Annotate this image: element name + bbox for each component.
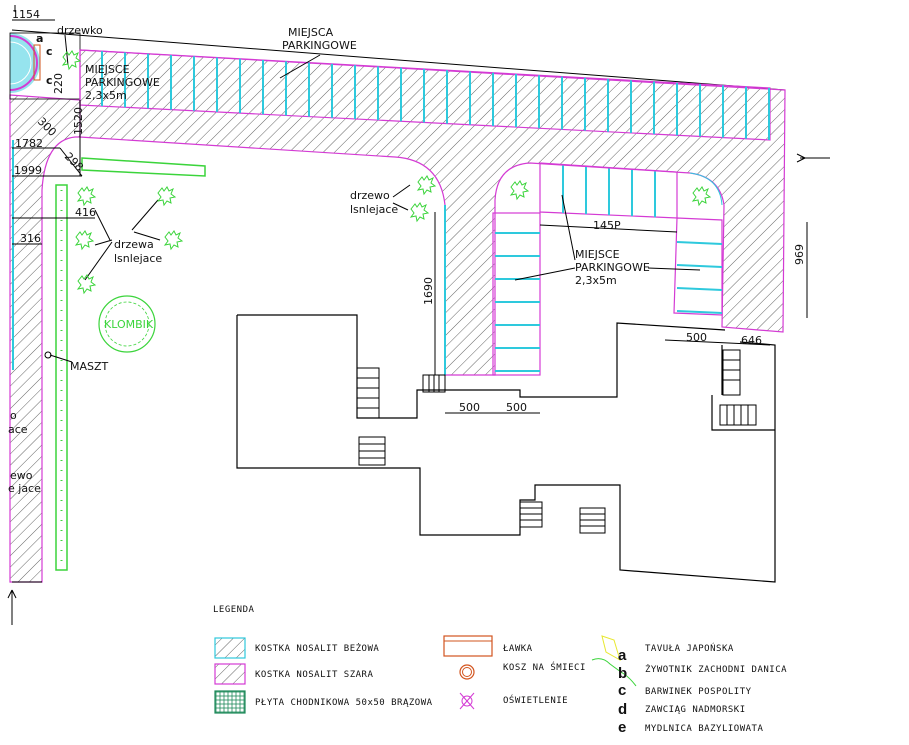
tree-label: lsnlejace (350, 203, 398, 216)
trees-label: o (10, 409, 17, 422)
plant-key: c (618, 682, 626, 699)
legend-label: ŻYWOTNIK ZACHODNI DANICA (645, 664, 787, 675)
plant-key: e (618, 719, 626, 736)
parking-label: MIEJSCE (575, 248, 620, 261)
legend-label: MYDLNICA BAZYLIOWATA (645, 724, 763, 734)
trash-bin-icon (459, 664, 475, 680)
trees-label: drzewa (114, 238, 154, 251)
plant-key: c (46, 74, 53, 87)
legend: LEGENDA KOSTKA NOSALIT BEŻOWA KOSTKA NOS… (213, 605, 787, 736)
legend-label: BARWINEK POSPOLITY (645, 687, 752, 697)
legend-label: KOSZ NA ŚMIECI (503, 661, 586, 673)
legend-label: ŁAWKA (502, 644, 533, 654)
parking-row-center-top (539, 162, 678, 219)
entrance-arrow-icon (7, 589, 17, 599)
dimension-label: 220 (52, 73, 65, 94)
dimension-label: 416 (75, 206, 96, 219)
flowerbed-klombik (98, 295, 156, 353)
tree-label: drzewko (57, 24, 103, 37)
parking-stall-divider (676, 310, 723, 314)
legend-swatch-grey (214, 663, 246, 685)
dimension-label: 1999 (14, 164, 42, 177)
thuja-symbol-icon (591, 658, 637, 687)
parking-label: PARKINGOWE (85, 76, 160, 89)
dimension-label: 500 (459, 401, 480, 414)
entrance-arrow-icon (796, 153, 806, 163)
plant-key: a (618, 647, 627, 664)
trees-label: ace (8, 423, 28, 436)
dimension-label: 1690 (422, 277, 435, 305)
parking-stall-divider (676, 241, 723, 245)
parking-row-top (79, 49, 771, 141)
parking-label: PARKINGOWE (575, 261, 650, 274)
trees-label: lsnlejace (114, 252, 162, 265)
legend-label: PŁYTA CHODNIKOWA 50x50 BRĄZOWA (255, 698, 433, 708)
dimension-lines (11, 5, 830, 625)
parking-label: MIEJSCA (288, 26, 334, 39)
parking-row-right (673, 217, 723, 316)
dimension-label: 646 (741, 334, 762, 347)
pavement-slabs (55, 157, 206, 571)
mast-label: MASZT (70, 360, 109, 373)
fountain (9, 33, 41, 93)
dimension-label: 145P (593, 219, 621, 232)
trees-label: ewo (10, 469, 33, 482)
legend-label: KOSTKA NOSALIT BEŻOWA (255, 643, 379, 654)
dimension-label: 1154 (12, 8, 40, 21)
legend-label: OŚWIETLENIE (503, 694, 568, 706)
tree-label: drzewo (350, 189, 390, 202)
parking-label: MIEJSCE (85, 63, 130, 76)
dimension-label: 1782 (15, 137, 43, 150)
trees-label: e jace (8, 482, 41, 495)
parking-label: PARKINGOWE (282, 39, 357, 52)
parking-label: 2,3x5m (85, 89, 127, 102)
dimension-label: 500 (506, 401, 527, 414)
legend-swatch-slab (214, 690, 246, 714)
property-boundary (11, 29, 786, 91)
plant-key: b (618, 665, 627, 682)
parking-stall-divider (676, 264, 723, 268)
mast-icon (44, 351, 52, 359)
dimension-label: 1520 (72, 107, 85, 135)
plant-key: a (36, 32, 43, 45)
stairs (356, 349, 757, 534)
parking-row-center-left (492, 212, 541, 376)
legend-label: ZAWCIĄG NADMORSKI (645, 705, 746, 715)
legend-label: KOSTKA NOSALIT SZARA (255, 670, 373, 680)
building-outline (236, 314, 776, 583)
plant-key: d (618, 701, 627, 718)
leader-lines (49, 34, 701, 363)
parking-stall-divider (676, 287, 723, 291)
driveway-grey-cobble (9, 49, 786, 583)
dimension-label: 500 (686, 331, 707, 344)
plant-key: c (46, 45, 53, 58)
lighting-icon (459, 692, 475, 710)
dimension-label: 969 (793, 244, 806, 265)
legend-title: LEGENDA (213, 605, 255, 615)
flowerbed-label: KLOMBIK (104, 318, 154, 331)
legend-label: TAVUŁA JAPOŃSKA (645, 642, 734, 654)
legend-swatch-beige (214, 637, 246, 659)
spiraea-symbol-icon (601, 635, 621, 662)
parking-label: 2,3x5m (575, 274, 617, 287)
bench-icon (443, 635, 493, 657)
dimension-label: 316 (20, 232, 41, 245)
